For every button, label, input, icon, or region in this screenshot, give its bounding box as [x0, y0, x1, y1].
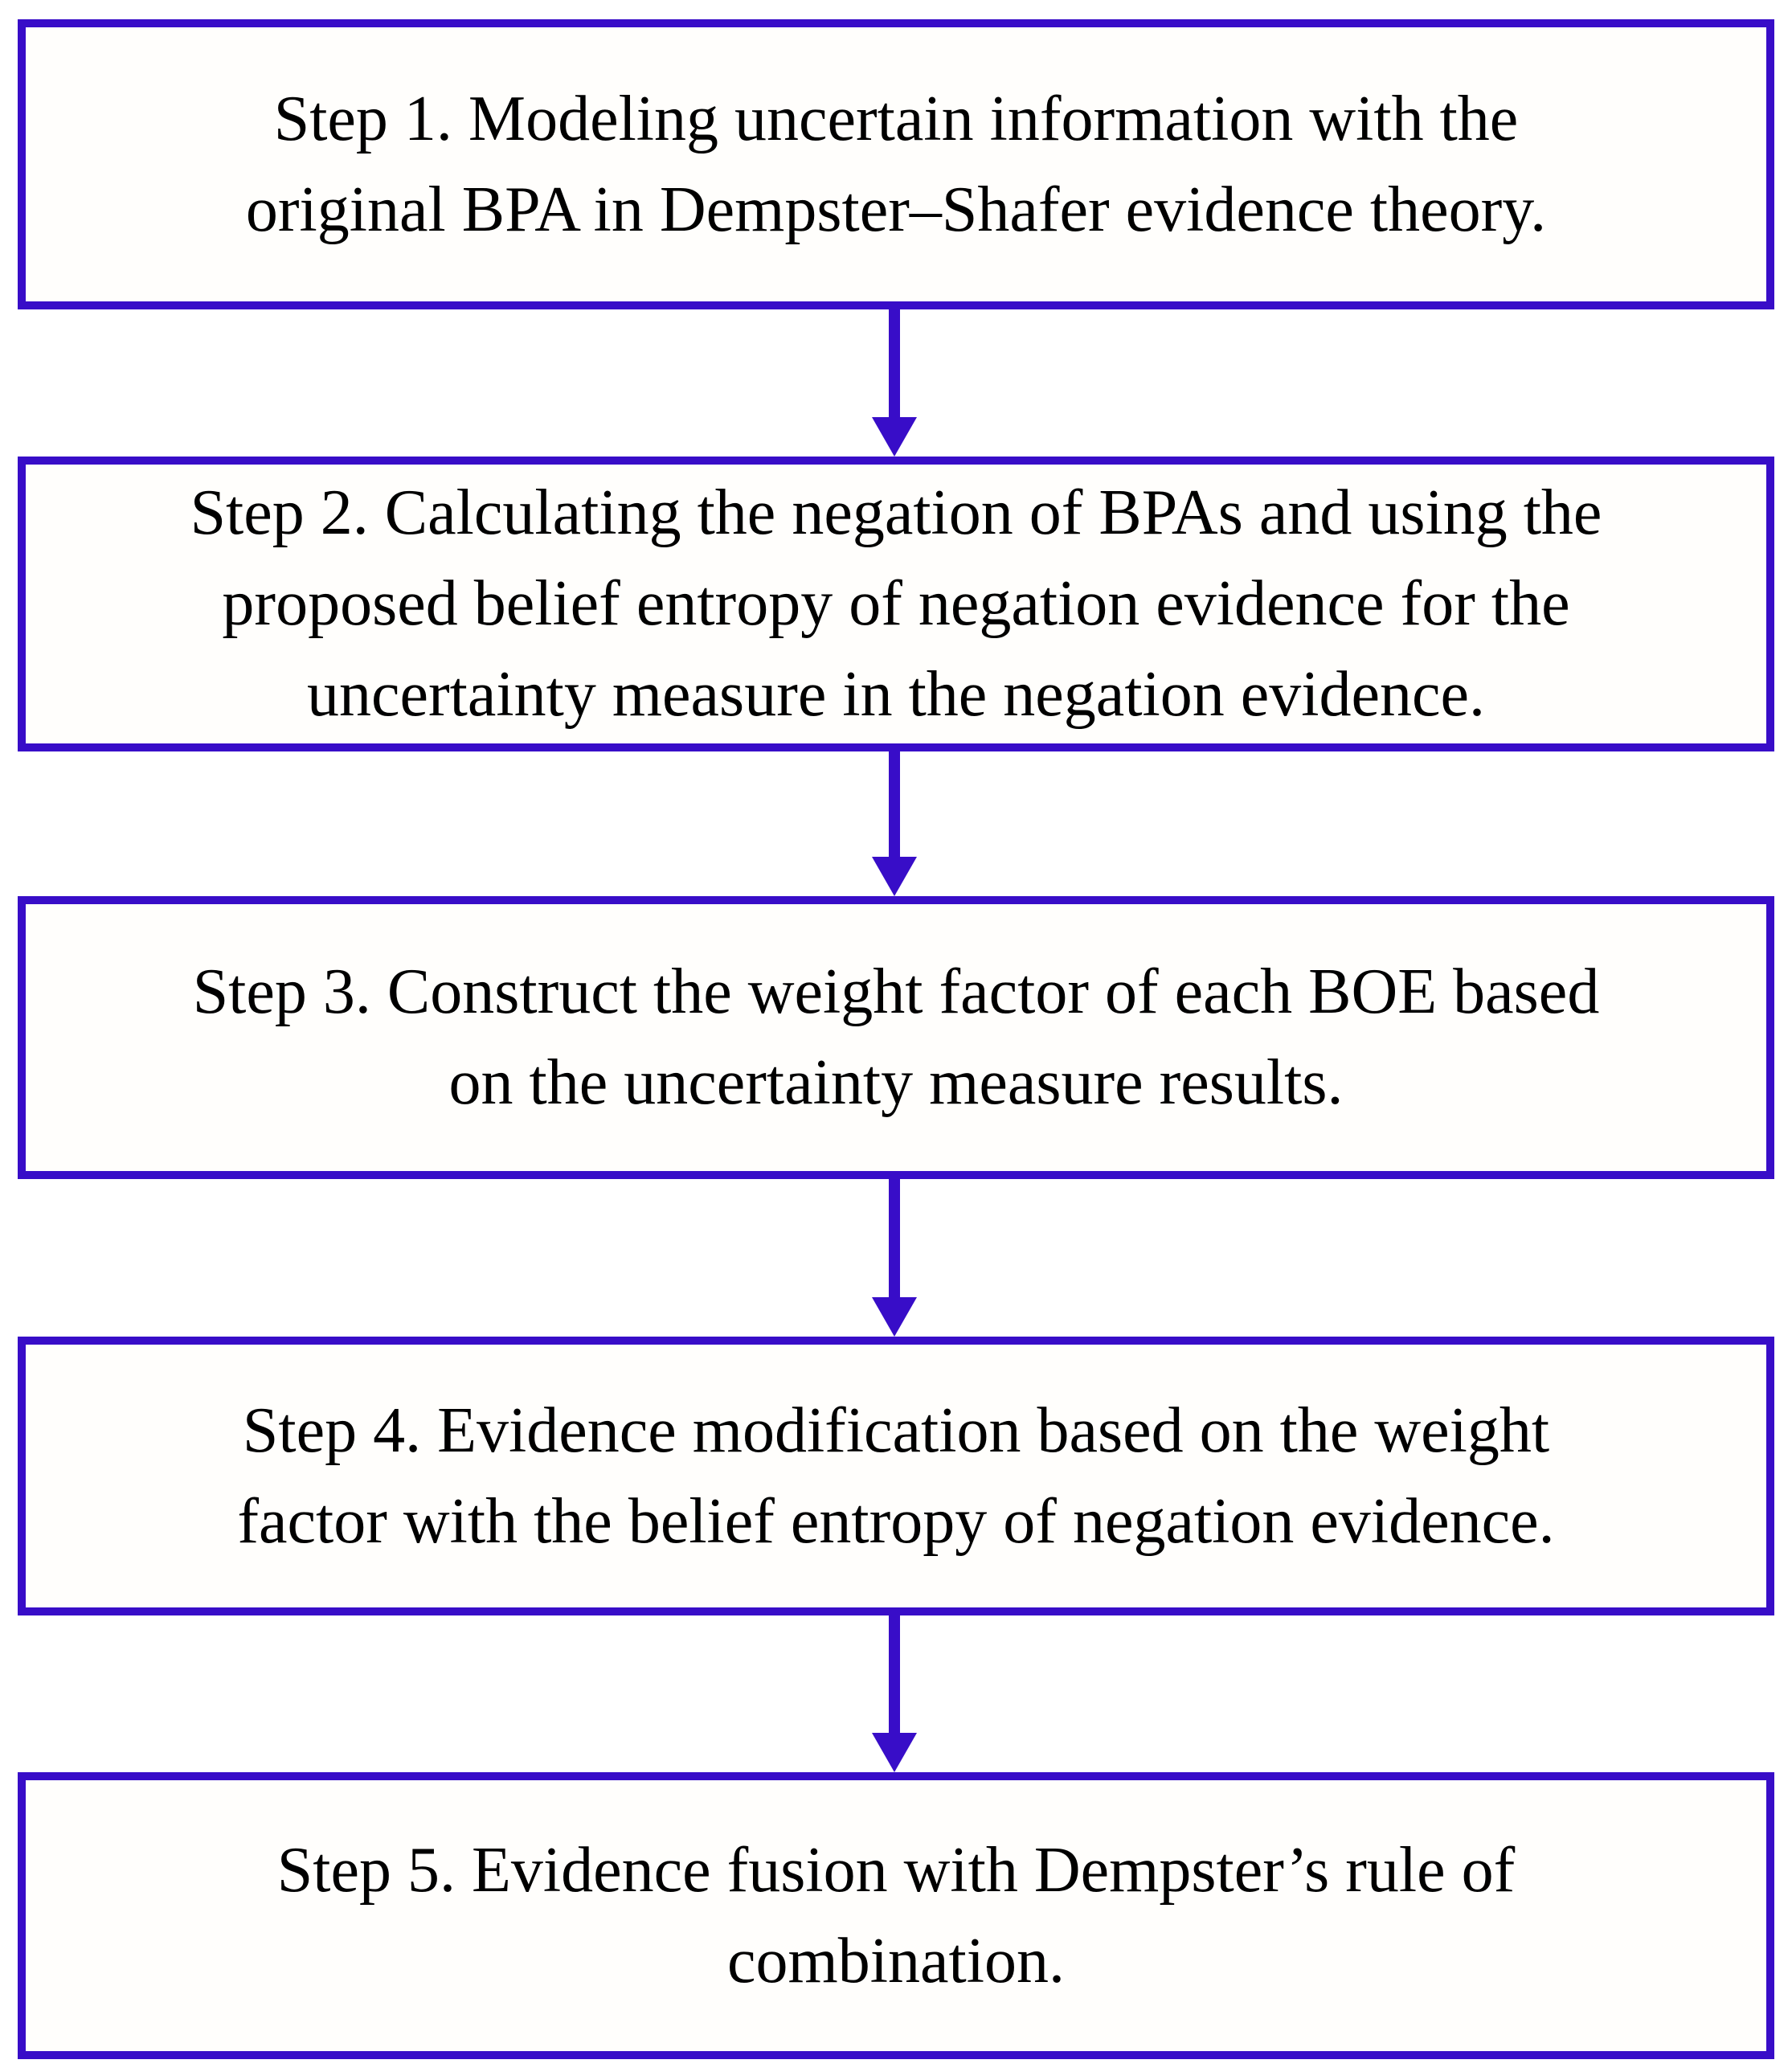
down-arrow-icon [872, 1179, 917, 1337]
flow-step-2-text: proposed belief entropy of negation evid… [222, 568, 1570, 639]
flow-step-1-text: Step 1. Modeling uncertain information w… [273, 83, 1519, 154]
flow-step-4-text: factor with the belief entropy of negati… [237, 1485, 1555, 1557]
flow-step-2-text: uncertainty measure in the negation evid… [306, 659, 1486, 730]
flow-step-4-text: Step 4. Evidence modification based on t… [242, 1394, 1550, 1466]
down-arrow-icon [872, 1615, 917, 1772]
flow-step-2: Step 2. Calculating the negation of BPAs… [18, 457, 1774, 751]
flow-step-1-text: original BPA in Dempster–Shafer evidence… [245, 174, 1547, 245]
flow-step-5-text: combination. [727, 1925, 1065, 1996]
flow-step-1: Step 1. Modeling uncertain information w… [18, 19, 1774, 309]
flow-step-5-text: Step 5. Evidence fusion with Dempster’s … [276, 1834, 1516, 1906]
down-arrow-icon [872, 309, 917, 457]
flow-step-3-text: on the uncertainty measure results. [448, 1047, 1344, 1118]
flow-step-3: Step 3. Construct the weight factor of e… [18, 896, 1774, 1179]
flow-step-4: Step 4. Evidence modification based on t… [18, 1337, 1774, 1615]
flow-step-2-text: Step 2. Calculating the negation of BPAs… [190, 477, 1602, 548]
flow-step-5: Step 5. Evidence fusion with Dempster’s … [18, 1772, 1774, 2059]
flow-step-3-text: Step 3. Construct the weight factor of e… [192, 956, 1600, 1027]
down-arrow-icon [872, 751, 917, 896]
